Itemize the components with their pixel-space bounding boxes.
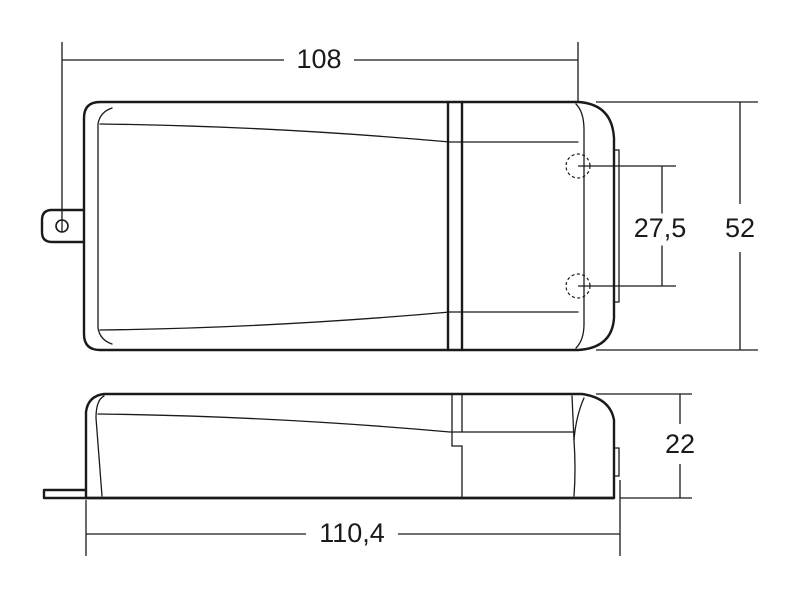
mounting-lug	[40, 208, 86, 244]
top-view-upper-contour	[99, 123, 579, 143]
top-view-outline	[82, 100, 616, 352]
dim-275-label: 27,5	[634, 213, 687, 243]
dim-108-label: 108	[296, 44, 341, 74]
side-view-cover-step	[451, 393, 463, 499]
top-view	[40, 100, 620, 352]
side-view-mounting-tab	[42, 488, 88, 500]
side-view-endcap	[571, 395, 576, 497]
side-view-top-contour	[97, 413, 575, 433]
top-view-endcap	[575, 103, 585, 349]
side-view-left-contour	[95, 395, 105, 497]
side-view-endcap-slope	[573, 397, 585, 441]
side-view-outline	[84, 392, 616, 500]
top-view-lower-contour	[99, 311, 579, 331]
dim-1104-label: 110,4	[319, 518, 385, 548]
side-view	[42, 392, 620, 500]
dim-22-label: 22	[665, 429, 695, 459]
side-view-side-stub	[613, 447, 620, 477]
top-view-side-stub	[613, 149, 620, 303]
dim-52-label: 52	[725, 213, 755, 243]
top-view-inner-edge	[97, 107, 113, 345]
dimensions: 108 27,5 52 22 110,4	[61, 42, 758, 556]
